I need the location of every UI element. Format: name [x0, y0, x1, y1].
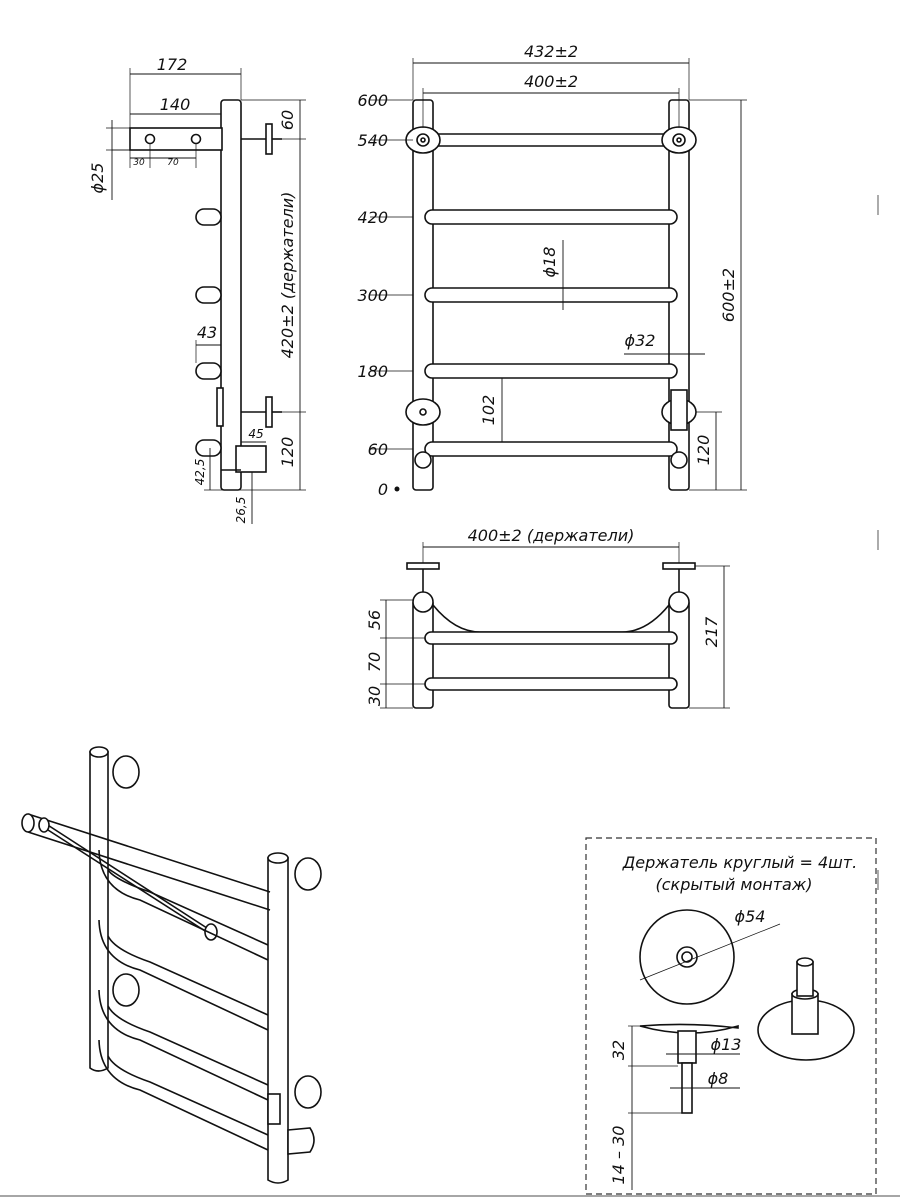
dim-43: 43 — [197, 323, 217, 342]
wall-holder-bottom — [241, 396, 282, 428]
dim-30: 30 — [133, 158, 145, 168]
dim-32-holder: 32 — [609, 1040, 628, 1060]
level-600: 600 — [357, 91, 388, 110]
dim-diameter-8: ϕ8 — [708, 1069, 729, 1088]
holder-title: Держатель круглый = 4шт. — [622, 853, 857, 872]
dim-600-total: 600±2 — [719, 268, 738, 322]
dim-140: 140 — [160, 95, 191, 114]
dim-400-holders: 400±2 (держатели) — [468, 526, 635, 545]
side-view: 172 140 30 70 ϕ25 60 420±2 (держатели) 1… — [88, 55, 306, 524]
level-540: 540 — [357, 131, 388, 150]
dim-14-30: 14 – 30 — [609, 1126, 628, 1185]
round-holder-icon — [405, 126, 697, 431]
level-60: 60 — [368, 440, 388, 459]
dim-42-5: 42,5 — [193, 459, 207, 486]
rung-ends — [195, 208, 222, 457]
dim-56: 56 — [365, 610, 384, 630]
rungs — [424, 133, 678, 457]
dim-45: 45 — [248, 427, 263, 441]
holder-subtitle: (скрытый монтаж) — [655, 875, 812, 894]
dim-217: 217 — [702, 616, 721, 647]
level-180: 180 — [357, 362, 388, 381]
level-420: 420 — [357, 208, 388, 227]
wall-holder-top — [241, 123, 282, 155]
dim-172: 172 — [157, 55, 188, 74]
front-view: 432±2 400±2 600 540 420 300 180 60 0 ϕ18… — [357, 42, 747, 499]
top-view: 400±2 (держатели) 56 70 30 217 — [365, 526, 730, 709]
dim-diameter-25: ϕ25 — [88, 163, 107, 194]
dim-diameter-18: ϕ18 — [540, 247, 559, 278]
dim-400: 400±2 — [524, 72, 578, 91]
dim-120-front: 120 — [694, 435, 713, 466]
dim-102: 102 — [479, 395, 498, 426]
holder-detail: Держатель круглый = 4шт. (скрытый монтаж… — [585, 837, 877, 1195]
dim-120: 120 — [278, 437, 297, 468]
level-300: 300 — [357, 286, 388, 305]
level-0: 0 — [378, 480, 388, 499]
dim-60: 60 — [278, 110, 297, 130]
dim-diameter-32: ϕ32 — [625, 331, 656, 350]
dim-420-holders: 420±2 (держатели) — [278, 192, 297, 359]
dim-70: 70 — [167, 158, 179, 168]
towel-warmer-icon — [21, 746, 322, 1184]
dim-70-top: 70 — [365, 652, 384, 672]
dim-26-5: 26,5 — [234, 497, 248, 524]
dim-432: 432±2 — [524, 42, 578, 61]
dim-diameter-54: ϕ54 — [735, 907, 766, 926]
dim-diameter-13: ϕ13 — [711, 1035, 742, 1054]
dim-30-top: 30 — [365, 686, 384, 706]
